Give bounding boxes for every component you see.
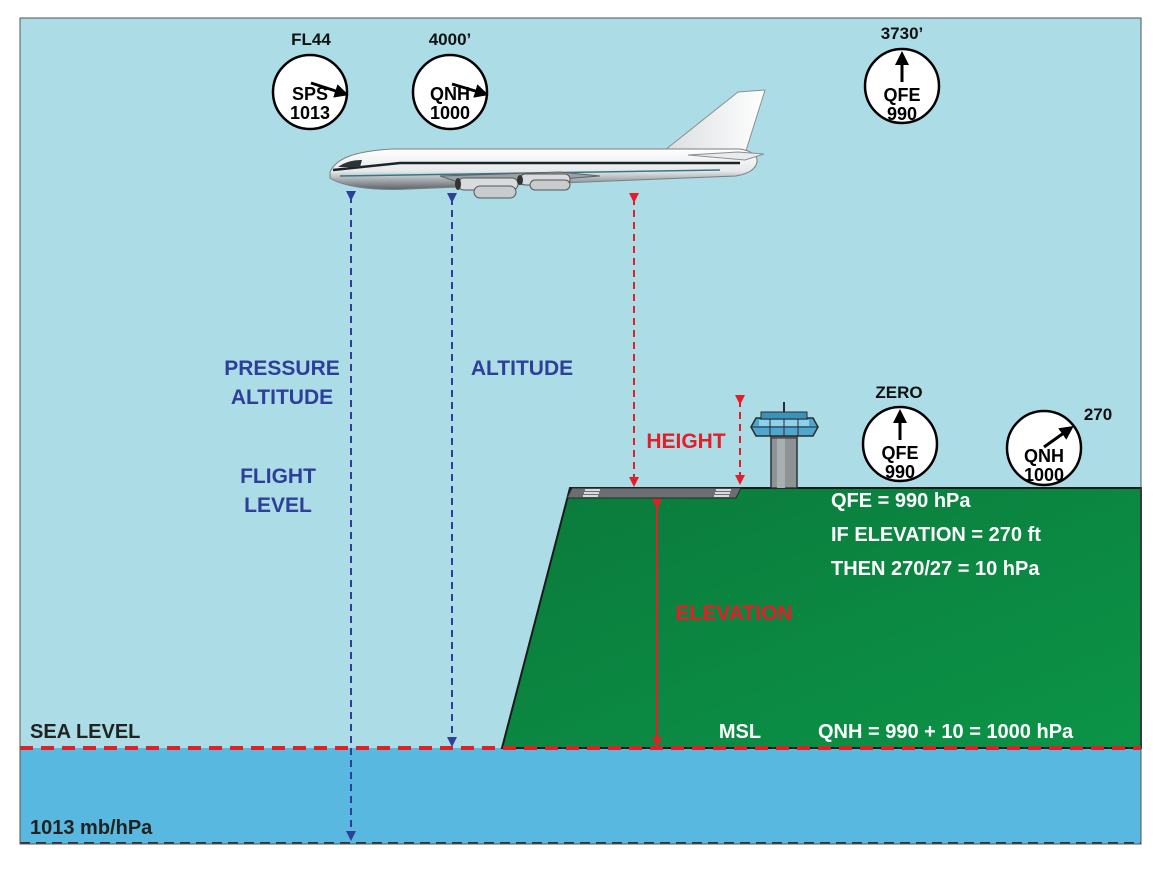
flight-level-label-1: FLIGHT xyxy=(240,465,316,488)
qnh-note: QNH = 990 + 10 = 1000 hPa xyxy=(818,721,1074,743)
elevation-note: IF ELEVATION = 270 ft xyxy=(831,524,1041,546)
terrain xyxy=(500,487,1142,749)
gauge-setting-name: QNH xyxy=(1024,446,1064,466)
gauge-setting-name: QNH xyxy=(430,84,470,104)
gauge-setting-value: 1000 xyxy=(1024,465,1064,485)
pressure-altitude-label-2: ALTITUDE xyxy=(231,386,333,409)
elevation-label: ELEVATION xyxy=(675,602,792,625)
gauge-reading: 3730’ xyxy=(881,24,924,43)
altimeter-qnh-gauge: 4000’ QNH 1000 xyxy=(411,30,489,131)
conversion-note: THEN 270/27 = 10 hPa xyxy=(831,558,1040,580)
gauge-reading: 4000’ xyxy=(429,30,472,49)
standard-pressure-label: 1013 mb/hPa xyxy=(30,817,153,839)
gauge-setting-name: QFE xyxy=(881,443,918,463)
pressure-altitude-label-1: PRESSURE xyxy=(224,357,340,380)
gauge-reading: FL44 xyxy=(291,30,331,49)
ground-qnh-gauge: 270 QNH 1000 xyxy=(1005,405,1112,487)
altitude-label: ALTITUDE xyxy=(471,357,573,380)
gauge-needle xyxy=(310,81,349,98)
gauge-reading: 270 xyxy=(1084,405,1112,424)
airplane xyxy=(329,89,766,199)
gauge-setting-value: 1013 xyxy=(290,103,330,123)
gauge-reading: ZERO xyxy=(875,383,922,402)
flight-level-label-2: LEVEL xyxy=(244,494,312,517)
gauge-needle xyxy=(451,82,489,98)
gauge-dial xyxy=(863,47,941,125)
gauge-setting-name: QFE xyxy=(883,85,920,105)
gauge-dial xyxy=(861,405,939,483)
gauge-needle xyxy=(1043,425,1074,449)
gauge-setting-value: 990 xyxy=(885,462,915,482)
height-label: HEIGHT xyxy=(646,430,726,453)
control-tower xyxy=(750,402,819,489)
gauge-setting-value: 1000 xyxy=(430,103,470,123)
altimeter-sps-gauge: FL44 SPS 1013 xyxy=(271,30,349,131)
sea-area xyxy=(20,748,1141,844)
gauge-setting-value: 990 xyxy=(887,104,917,124)
runway xyxy=(566,487,742,499)
sea-level-label: SEA LEVEL xyxy=(30,721,140,743)
gauge-setting-name: SPS xyxy=(292,84,328,104)
ground-qfe-gauge: ZERO QFE 990 xyxy=(861,383,939,483)
altimeter-qfe-gauge: 3730’ QFE 990 xyxy=(863,24,941,125)
diagram-frame xyxy=(19,17,1142,845)
msl-label: MSL xyxy=(719,721,761,743)
qfe-note: QFE = 990 hPa xyxy=(831,490,971,512)
